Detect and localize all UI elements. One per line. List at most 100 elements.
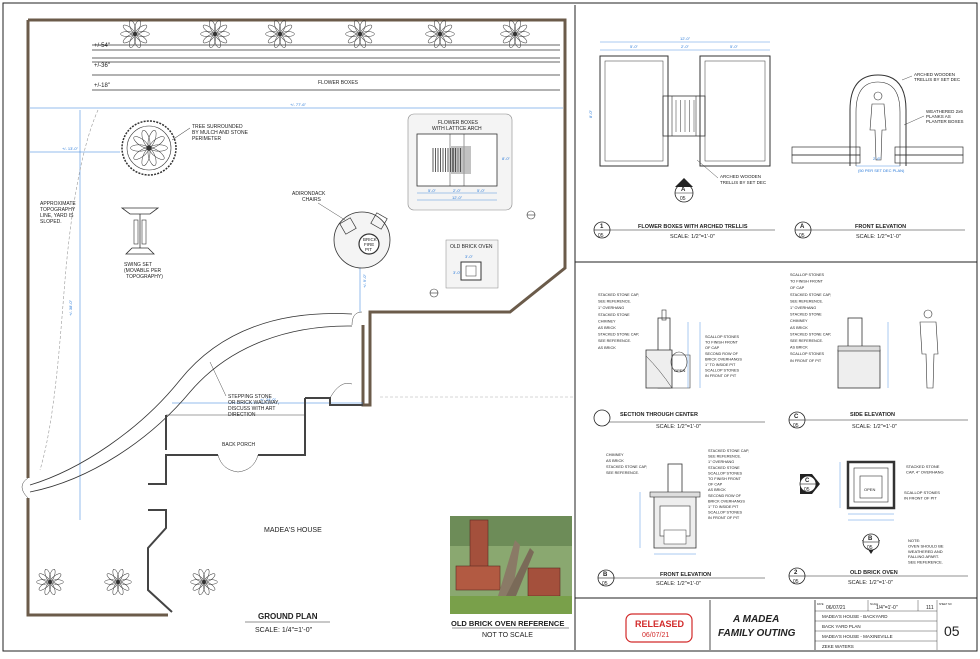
tree-note-0: TREE SURROUNDED [192, 124, 243, 130]
stepping-2: DISCUSS WITH ART [228, 406, 275, 412]
section-scale: SCALE: 1/2"=1'-0" [656, 424, 701, 430]
plan-scale: SCALE: 1/4"=1'-0" [255, 627, 313, 634]
dA-num: A [800, 224, 805, 230]
dim-firepit: +/- 9'-0" [362, 274, 367, 288]
swing-note-2: TOPOGRAPHY) [126, 274, 163, 280]
d1-title: FLOWER BOXES WITH ARCHED TRELLIS [638, 224, 748, 230]
dSection-open: OPEN [674, 368, 685, 373]
lattice-dim-0: 5'-0" [428, 188, 437, 193]
ground-plan: +/-54" +/-36" +/-18" FLOWER BOXES +/- 77… [21, 18, 575, 634]
d2-title: OLD BRICK OVEN [850, 570, 898, 576]
side-notes-line: TO FINISH FRONT [790, 280, 824, 284]
plant-row-bottom [36, 568, 218, 596]
dim-mid: +/- 24'-0" [260, 397, 277, 402]
fire-pit [358, 233, 380, 255]
side-notes-line: 1" OVERHANG [790, 306, 816, 310]
side-notes-line: SEE REFERENCE. [790, 299, 823, 303]
side-notes-line: SCALLOP STONES [790, 273, 825, 277]
side-notes-line: STACKED STONE [790, 313, 822, 317]
tree-perimeter [121, 120, 177, 176]
show-line-2: FAMILY OUTING [718, 628, 796, 639]
tb-num: 111 [926, 605, 934, 611]
swing-set [120, 207, 160, 255]
dB-sheet: 05 [602, 581, 608, 587]
dC-sheet: 05 [793, 423, 799, 429]
side-notes-line: AS BRICK [790, 346, 808, 350]
released-stamp [625, 613, 693, 643]
person-silhouette [919, 309, 939, 389]
tree-note-2: PERIMETER [192, 136, 222, 142]
photo-title: OLD BRICK OVEN REFERENCE [451, 619, 564, 628]
front-notes-line: SECOND ROW OF [708, 494, 742, 498]
oven-notes-line: STACKED STONE [906, 464, 940, 469]
d1-dim-0: 12'-0" [680, 36, 691, 41]
section-notes-l-line: SEE REFERENCE. [598, 300, 631, 304]
front-notes-line: OF CAP [708, 483, 723, 487]
adirondack-1: CHAIRS [302, 197, 322, 203]
oven-notes-line: CAP, 4" OVERHANG [906, 470, 944, 475]
dA-dim-0: 2'-6" [873, 156, 882, 161]
d2-callB-sheet: 05 [867, 545, 873, 551]
oven-note2-line: SEE REFERENCE. [908, 560, 943, 565]
detail-front-elevation-b: CHIMNEY AS BRICK STACKED STONE CAP, SEE REF… [597, 449, 765, 587]
tb-sheet: 05 [944, 623, 960, 639]
front-notes-line: SEE REFERENCE. [606, 471, 639, 475]
d2-open: OPEN [864, 487, 875, 492]
d1-sheet: 05 [598, 233, 604, 239]
side-notes-line: CHIMNEY [790, 319, 808, 323]
front-notes-line: SEE REFERENCE. [708, 455, 741, 459]
side-notes-line: IN FRONT OF PIT [790, 359, 822, 363]
front-notes-line: STACKED STONE [708, 466, 740, 470]
front-notes-line: BRICK OVERHANGS [708, 499, 745, 503]
stepping-0: STEPPING STONE [228, 394, 272, 400]
front-notes-line: STACKED STONE CAP, [708, 449, 749, 453]
front-notes-line: CHIMNEY [606, 453, 624, 457]
section-title: SECTION THROUGH CENTER [620, 412, 698, 418]
dA-dim-1: (50 PER SET DEC PLAN) [858, 168, 905, 173]
side-notes-line: AS BRICK [790, 326, 808, 330]
side-notes-line: SEE REFERENCE. [790, 339, 823, 343]
section-notes-r-line: SECOND ROW OF [705, 352, 739, 356]
front-notes-line: TO FINISH FRONT [708, 477, 742, 481]
section-notes-r-line: 1" TO INSIDE PIT [705, 363, 736, 367]
tb-plan: BACK YARD PLAN [822, 624, 861, 629]
section-notes-l-line: AS BRICK [598, 346, 616, 350]
oven-dim-0: 3'-0" [465, 254, 474, 259]
front-notes-line: STACKED STONE CAP, [606, 465, 647, 469]
dim-36: +/-36" [94, 63, 110, 69]
lattice-dim-1: 2'-0" [453, 188, 462, 193]
fire-pit-2: PIT [365, 247, 372, 252]
oven-note2-line: FALLING APART. [908, 554, 939, 559]
lattice-dim-3: 12'-0" [452, 195, 463, 200]
photo-scale: NOT TO SCALE [482, 632, 533, 639]
dA-notes1-1: TRELLIS BY SET DEC [914, 77, 961, 82]
d2-scale: SCALE: 1/2"=1'-0" [848, 580, 893, 586]
fire-pit-1: FIRE [364, 242, 374, 247]
d2-num: 2 [794, 570, 798, 576]
front-notes-line: AS BRICK [606, 459, 624, 463]
side-notes-line: OF CAP [790, 286, 805, 290]
tree-icon [130, 130, 168, 166]
front-notes-line: IN FRONT OF PIT [708, 516, 740, 520]
flower-boxes-label: FLOWER BOXES [318, 80, 359, 86]
d1-dim-4: 8'-0" [588, 109, 593, 118]
stepping-1: OR BRICK WALKWAY, [228, 400, 279, 406]
section-notes-l-line: CHIMNEY [598, 319, 616, 323]
swing-note-1: (MOVABLE PER [124, 268, 162, 274]
chair-icon [370, 212, 388, 230]
lattice-dim-2: 5'-0" [477, 188, 486, 193]
topo-note-3: SLOPED. [40, 219, 62, 225]
title-block: RELEASED 06/07/21 A MADEA FAMILY OUTING … [625, 600, 960, 650]
tb-location: MADEA'S HOUSE - MAXINEVILLE [822, 634, 893, 639]
dB-scale: SCALE: 1/2"=1'-0" [656, 581, 701, 587]
d1-callout: A [681, 187, 686, 193]
d1-dim-1: 5'-0" [630, 44, 639, 49]
dC-title: SIDE ELEVATION [850, 412, 895, 418]
detail-side-elevation-c: SCALLOP STONES TO FINISH FRONT OF CAP STACK… [788, 273, 968, 430]
lattice-dim-4: 8'-0" [502, 156, 511, 161]
swing-note-0: SWING SET [124, 262, 152, 268]
oven-note2-line: NOTE: [908, 538, 920, 543]
